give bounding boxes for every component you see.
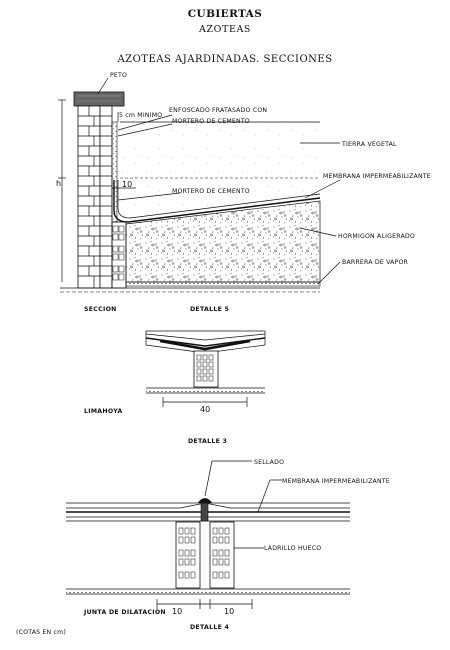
junta-brick-pillars bbox=[175, 521, 235, 589]
page-title: CUBIERTAS bbox=[187, 8, 263, 20]
membrana-line bbox=[113, 180, 321, 223]
label-limahoya: LIMAHOYA bbox=[84, 408, 122, 415]
label-seccion: SECCION bbox=[84, 306, 117, 313]
label-hormigon-aligerado: HORMIGON ALIGERADO bbox=[338, 233, 415, 240]
sellado-mark bbox=[197, 498, 213, 504]
dim-10a-label: 10 bbox=[172, 607, 182, 616]
section-title: AZOTEAS AJARDINADAS. SECCIONES bbox=[117, 54, 333, 65]
caption-detalle-5: DETALLE 5 bbox=[190, 306, 229, 313]
junta-filler bbox=[200, 502, 209, 522]
dim-10-label: 10 bbox=[122, 180, 132, 189]
peto-coping bbox=[73, 91, 125, 107]
label-tierra-vegetal: TIERRA VEGETAL bbox=[341, 141, 397, 148]
barrera-vapor-band bbox=[125, 281, 321, 287]
label-barrera-vapor: BARRERA DE VAPOR bbox=[342, 259, 409, 266]
label-enfoscado-mortero: MORTERO DE CEMENTO bbox=[172, 118, 250, 125]
detalle-5-section: h 10 PETO 5 cm MINIMO ENFOSCADO FRATASAD… bbox=[56, 72, 431, 313]
label-ladrillo-hueco: LADRILLO HUECO bbox=[264, 545, 321, 552]
caption-detalle-3: DETALLE 3 bbox=[188, 438, 227, 445]
label-membrana-junta: MEMBRANA IMPERMEABILIZANTE bbox=[282, 478, 390, 485]
label-sellado: SELLADO bbox=[254, 459, 284, 466]
tierra-vegetal-area bbox=[120, 122, 320, 222]
enfoscado-layer bbox=[111, 121, 118, 223]
dim-10b-label: 10 bbox=[224, 607, 234, 616]
label-5cm-minimo: 5 cm MINIMO bbox=[119, 112, 162, 119]
dim-h-label: h bbox=[56, 179, 61, 188]
label-membrana: MEMBRANA IMPERMEABILIZANTE bbox=[323, 173, 431, 180]
page-subtitle: AZOTEAS bbox=[198, 24, 252, 35]
caption-detalle-4: DETALLE 4 bbox=[190, 624, 230, 631]
label-peto: PETO bbox=[110, 72, 127, 79]
label-junta-dilatacion: JUNTA DE DILATACION bbox=[83, 609, 166, 616]
limahoya-brick-pillar bbox=[193, 350, 219, 388]
leader-lines bbox=[97, 77, 341, 285]
label-enfoscado: ENFOSCADO FRATASADO CON bbox=[169, 107, 267, 114]
detalle-3-section: 40 LIMAHOYA DETALLE 3 bbox=[84, 330, 266, 445]
brick-wall bbox=[77, 105, 127, 289]
note-cotas: (COTAS EN cm) bbox=[16, 629, 66, 636]
dim-40-label: 40 bbox=[200, 405, 210, 414]
detalle-4-section: 10 10 SELLADO MEMBRANA IMPERMEABILIZANTE… bbox=[66, 459, 390, 631]
label-mortero-cemento: MORTERO DE CEMENTO bbox=[172, 188, 250, 195]
limahoya-membrane bbox=[159, 339, 251, 351]
